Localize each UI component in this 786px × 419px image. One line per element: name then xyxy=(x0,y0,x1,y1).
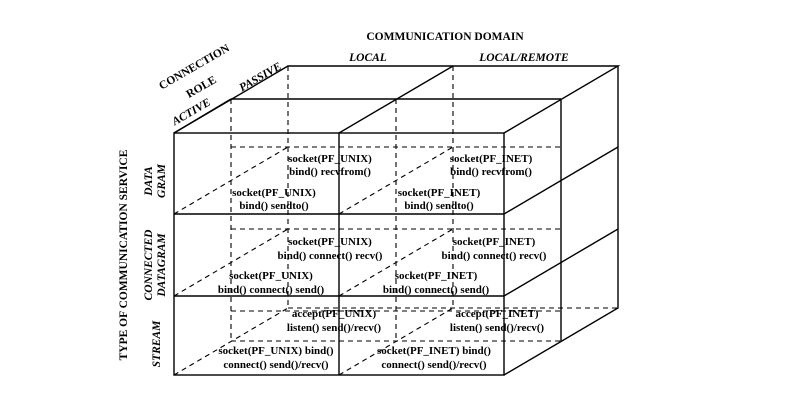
cell-line: listen() send()/recv() xyxy=(450,322,545,334)
cell-line: accept(PF_UNIX) xyxy=(292,308,377,320)
right-row-divider-2 xyxy=(503,228,619,297)
hidden-depth-left-2 xyxy=(173,228,289,297)
domain-local-remote-label: LOCAL/REMOTE xyxy=(478,52,569,64)
cell-line: socket(PF_INET) xyxy=(453,236,536,248)
cell-line: socket(PF_UNIX) xyxy=(229,270,313,282)
cell-line: bind() recvfrom() xyxy=(289,166,371,178)
cell-line: bind() sendto() xyxy=(404,200,474,212)
cell-line: socket(PF_INET) bind() xyxy=(377,345,491,357)
right-row-divider-1 xyxy=(503,146,619,215)
cell-line: bind() recvfrom() xyxy=(450,166,532,178)
cell-connected-active-local: socket(PF_UNIX) bind() connect() send() xyxy=(218,270,325,296)
hidden-depth-mid-2 xyxy=(338,228,454,297)
cell-line: bind() connect() recv() xyxy=(442,250,547,262)
role-passive-label: PASSIVE xyxy=(237,60,284,94)
service-connected-line2: DATAGRAM xyxy=(156,233,168,298)
domain-axis-title: COMMUNICATION DOMAIN xyxy=(366,31,524,43)
cell-line: socket(PF_UNIX) xyxy=(232,187,316,199)
service-datagram-line1: DATA xyxy=(143,166,155,197)
cell-connected-passive-remote: socket(PF_INET) bind() connect() recv() xyxy=(442,236,547,262)
cell-connected-passive-local: socket(PF_UNIX) bind() connect() recv() xyxy=(278,236,383,262)
cell-line: bind() connect() send() xyxy=(218,284,325,296)
cell-datagram-passive-remote: socket(PF_INET) bind() recvfrom() xyxy=(450,153,533,178)
cell-stream-active-local: socket(PF_UNIX) bind() connect() send()/… xyxy=(218,345,334,371)
cell-line: bind() connect() send() xyxy=(383,284,490,296)
role-active-label: ACTIVE xyxy=(169,96,213,128)
right-face xyxy=(503,66,619,376)
cell-datagram-active-remote: socket(PF_INET) bind() sendto() xyxy=(398,187,481,212)
domain-local-label: LOCAL xyxy=(348,52,387,64)
cell-line: connect() send()/recv() xyxy=(223,359,329,371)
hidden-depth-left-1 xyxy=(173,146,289,215)
cell-stream-passive-local: accept(PF_UNIX) listen() send()/recv() xyxy=(287,308,382,334)
cell-line: connect() send()/recv() xyxy=(381,359,487,371)
role-axis-title-line2: ROLE xyxy=(184,74,219,101)
cell-line: bind() sendto() xyxy=(239,200,309,212)
service-connected-line1: CONNECTED xyxy=(143,229,155,301)
hidden-depth-mid-3 xyxy=(338,307,454,376)
service-stream-label: STREAM xyxy=(151,320,163,367)
cell-line: socket(PF_UNIX) xyxy=(288,236,372,248)
cell-line: listen() send()/recv() xyxy=(287,322,382,334)
cell-line: socket(PF_INET) xyxy=(395,270,478,282)
cell-line: bind() connect() recv() xyxy=(278,250,383,262)
service-datagram-line2: GRAM xyxy=(156,163,168,198)
cell-line: socket(PF_UNIX) bind() xyxy=(218,345,334,357)
cell-stream-passive-remote: accept(PF_INET) listen() send()/recv() xyxy=(450,308,545,334)
cell-datagram-active-local: socket(PF_UNIX) bind() sendto() xyxy=(232,187,316,212)
hidden-depth-mid-1 xyxy=(338,146,454,215)
cell-connected-active-remote: socket(PF_INET) bind() connect() send() xyxy=(383,270,490,296)
service-axis-title: TYPE OF COMMUNICATION SERVICE xyxy=(118,149,130,360)
top-active-edge xyxy=(173,98,232,134)
cell-line: accept(PF_INET) xyxy=(455,308,538,320)
cell-stream-active-remote: socket(PF_INET) bind() connect() send()/… xyxy=(377,345,491,371)
hidden-depth-left-3 xyxy=(173,307,289,376)
cell-line: socket(PF_INET) xyxy=(450,153,533,165)
cell-datagram-passive-local: socket(PF_UNIX) bind() recvfrom() xyxy=(288,153,372,178)
cell-line: socket(PF_INET) xyxy=(398,187,481,199)
cell-line: socket(PF_UNIX) xyxy=(288,153,372,165)
